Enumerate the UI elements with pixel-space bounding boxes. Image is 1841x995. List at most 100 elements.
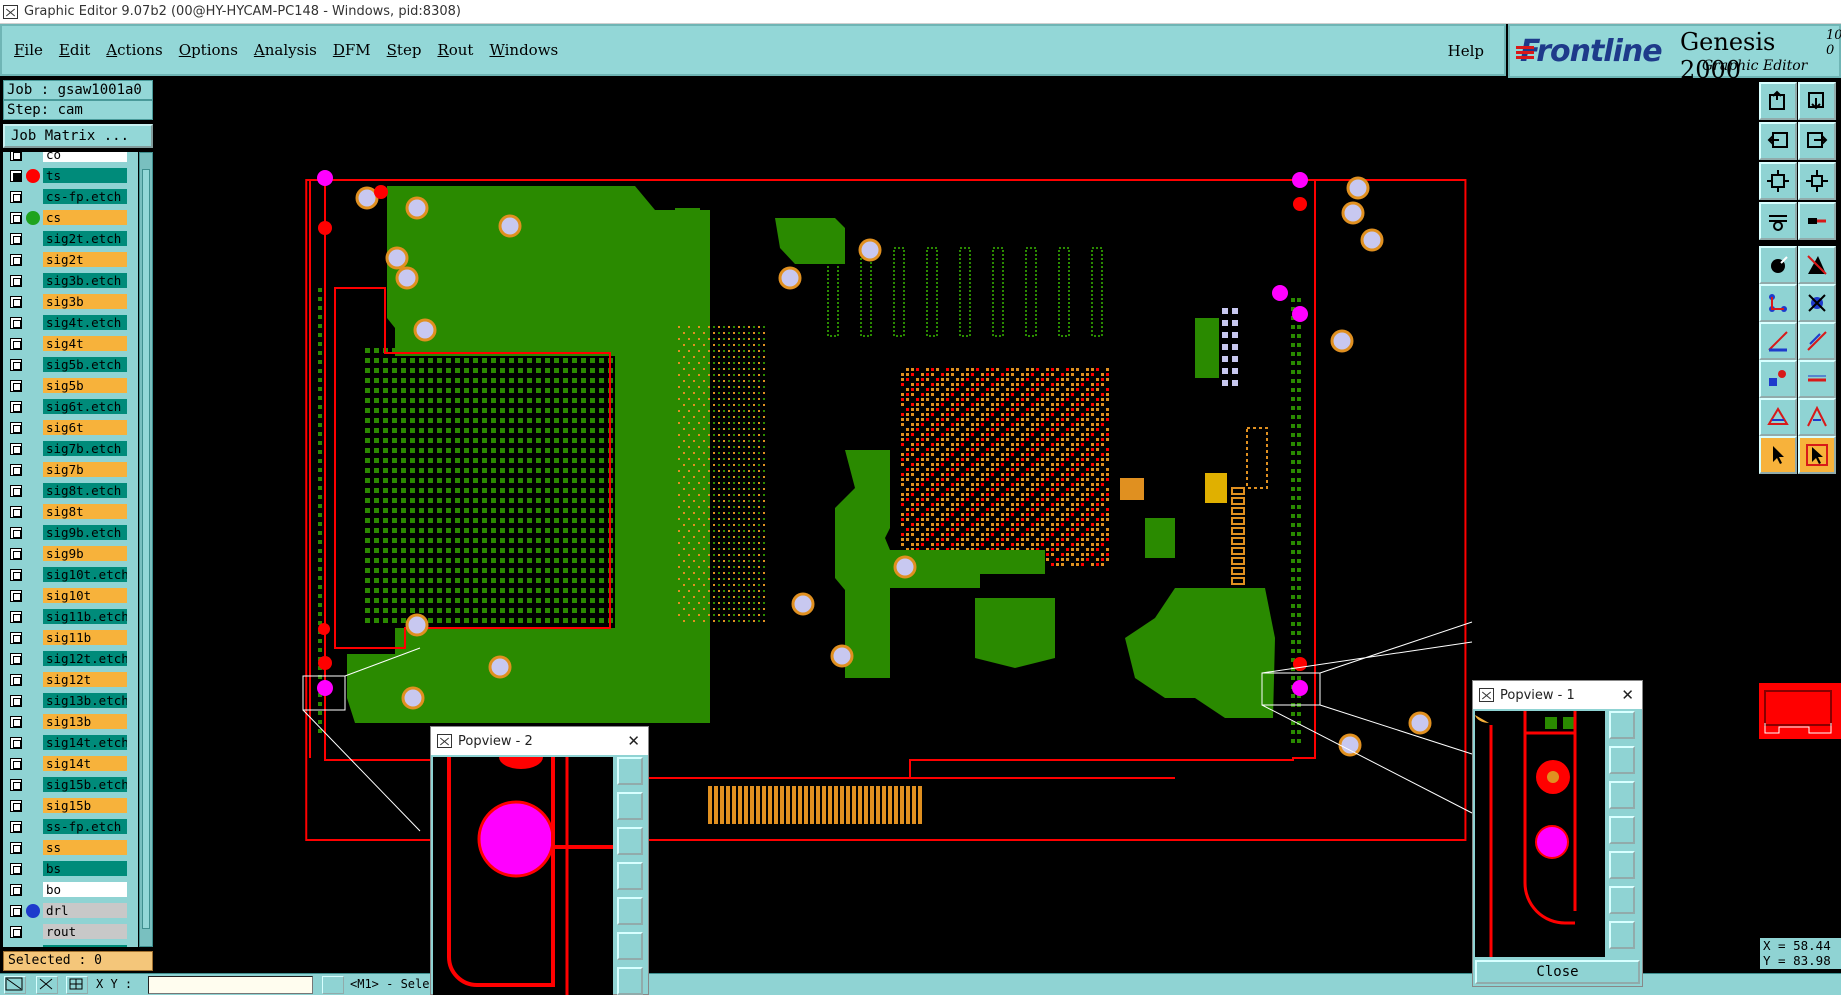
graphic-canvas[interactable] — [155, 78, 1758, 973]
popview-1-header[interactable]: Popview - 1 ✕ — [1473, 681, 1642, 709]
layer-name[interactable]: sig10t — [43, 588, 127, 603]
layer-row-sig13b[interactable]: sig13b — [6, 713, 127, 730]
layer-color-slot[interactable] — [26, 463, 40, 477]
popview-2-header[interactable]: Popview - 2 ✕ — [431, 727, 648, 755]
layer-checkbox[interactable] — [10, 631, 22, 644]
layer-row-sig12t[interactable]: sig12t — [6, 671, 127, 688]
edit-polygon-button[interactable] — [1798, 398, 1836, 436]
layer-row-sig2t-etch[interactable]: sig2t.etch — [6, 230, 127, 247]
layer-row-sig7b[interactable]: sig7b — [6, 461, 127, 478]
layer-color-slot[interactable] — [26, 736, 40, 750]
layer-name[interactable]: sig5b.etch — [43, 357, 127, 372]
delete-select-button[interactable] — [1798, 284, 1836, 322]
layer-color-slot[interactable] — [26, 484, 40, 498]
pan-left-button[interactable] — [1759, 122, 1797, 160]
layer-name[interactable]: sig2t — [43, 252, 127, 267]
layer-name[interactable]: ts — [43, 168, 127, 183]
popview-pan-up-button[interactable] — [617, 792, 643, 820]
layer-row-sig11b-etch[interactable]: sig11b.etch — [6, 608, 127, 625]
popview-1-viewport[interactable] — [1475, 711, 1605, 957]
layer-name[interactable]: sig4t.etch — [43, 315, 127, 330]
layer-checkbox[interactable] — [10, 652, 22, 665]
layer-name[interactable]: sig14t.etch — [43, 735, 127, 750]
layer-checkbox[interactable] — [10, 526, 22, 539]
layer-checkbox[interactable] — [10, 379, 22, 392]
layer-row-sig6t-etch[interactable]: sig6t.etch — [6, 398, 127, 415]
layer-color-slot[interactable] — [26, 673, 40, 687]
layer-color-slot[interactable] — [26, 190, 40, 204]
layer-name[interactable]: bs — [43, 861, 127, 876]
menu-edit[interactable]: Edit — [58, 41, 91, 59]
popview-zoom-out-button[interactable] — [617, 932, 643, 960]
layer-name[interactable]: sig12t — [43, 672, 127, 687]
layer-color-slot[interactable] — [26, 442, 40, 456]
layer-name[interactable]: sig2t.etch — [43, 231, 127, 246]
layer-checkbox[interactable] — [10, 694, 22, 707]
layer-name[interactable]: ss-fp.etch — [43, 819, 127, 834]
layer-row-sig13b-etch[interactable]: sig13b.etch — [6, 692, 127, 709]
pointer-edit-button[interactable] — [1798, 436, 1836, 474]
layer-row-sig15b[interactable]: sig15b — [6, 797, 127, 814]
layer-name[interactable]: sig3b — [43, 294, 127, 309]
layer-name[interactable]: bo — [43, 882, 127, 897]
layer-control-button[interactable] — [1759, 202, 1797, 240]
measure-button[interactable] — [1798, 202, 1836, 240]
layer-color-slot[interactable] — [26, 715, 40, 729]
layer-color-slot[interactable] — [26, 400, 40, 414]
layer-name[interactable]: sig7b — [43, 462, 127, 477]
menu-file[interactable]: File — [14, 41, 43, 59]
layer-name[interactable]: rout — [43, 924, 127, 939]
menu-help[interactable]: Help — [1447, 42, 1484, 60]
scrollbar-thumb[interactable] — [142, 169, 150, 929]
zoom-previous-button[interactable] — [1798, 82, 1836, 120]
layer-color-slot[interactable] — [26, 526, 40, 540]
xy-toggle-icon[interactable] — [322, 976, 344, 994]
layer-checkbox[interactable] — [10, 715, 22, 728]
menu-actions[interactable]: Actions — [106, 41, 163, 59]
layer-row-cs[interactable]: cs — [6, 209, 127, 226]
layer-name[interactable]: sig11b.etch — [43, 609, 127, 624]
layer-color-slot[interactable] — [26, 610, 40, 624]
layer-checkbox[interactable] — [10, 169, 22, 182]
layer-name[interactable]: sig15b — [43, 798, 127, 813]
popview-1-window[interactable]: Popview - 1 ✕ — [1472, 680, 1643, 987]
layer-checkbox[interactable] — [10, 400, 22, 413]
layer-list-scrollbar[interactable] — [139, 152, 153, 947]
popview-zoom-in-button[interactable] — [1609, 711, 1635, 739]
grid-tool-icon[interactable] — [66, 976, 88, 994]
layer-row-sig9b[interactable]: sig9b — [6, 545, 127, 562]
layer-name[interactable]: sig8t — [43, 504, 127, 519]
layer-row-rout[interactable]: rout — [6, 923, 127, 940]
layer-name[interactable]: sig7b.etch — [43, 441, 127, 456]
layer-name[interactable]: ss — [43, 840, 127, 855]
popview-fit-button[interactable] — [617, 897, 643, 925]
layer-row-sig8t[interactable]: sig8t — [6, 503, 127, 520]
popview-zoom-out-button[interactable] — [1609, 921, 1635, 949]
layer-name[interactable]: drl — [43, 903, 127, 918]
layer-row-sig4t-etch[interactable]: sig4t.etch — [6, 314, 127, 331]
close-icon[interactable]: ✕ — [627, 732, 640, 750]
popview-pan-right-button[interactable] — [617, 862, 643, 890]
layer-row-sig6t[interactable]: sig6t — [6, 419, 127, 436]
layer-color-slot[interactable] — [26, 862, 40, 876]
layer-checkbox[interactable] — [10, 547, 22, 560]
layer-color-slot[interactable] — [26, 253, 40, 267]
layer-name[interactable]: sig8t.etch — [43, 483, 127, 498]
layer-checkbox[interactable] — [10, 841, 22, 854]
cut-line-button[interactable] — [1798, 360, 1836, 398]
layer-color-slot[interactable] — [26, 925, 40, 939]
popview-fit-button[interactable] — [1609, 886, 1635, 914]
menu-windows[interactable]: Windows — [489, 41, 559, 59]
layer-color-slot[interactable] — [26, 799, 40, 813]
layer-checkbox[interactable] — [10, 421, 22, 434]
layer-name[interactable]: sig12t.etch — [43, 651, 127, 666]
select-pad-button[interactable] — [1759, 246, 1797, 284]
select-surface-button[interactable] — [1798, 246, 1836, 284]
layer-checkbox[interactable] — [10, 610, 22, 623]
layer-row-bo[interactable]: bo — [6, 881, 127, 898]
layer-checkbox[interactable] — [10, 484, 22, 497]
popview-pan-left-button[interactable] — [1609, 851, 1635, 879]
layer-color-dot-icon[interactable] — [26, 210, 40, 225]
layer-color-slot[interactable] — [26, 757, 40, 771]
add-pad-button[interactable] — [1759, 360, 1797, 398]
